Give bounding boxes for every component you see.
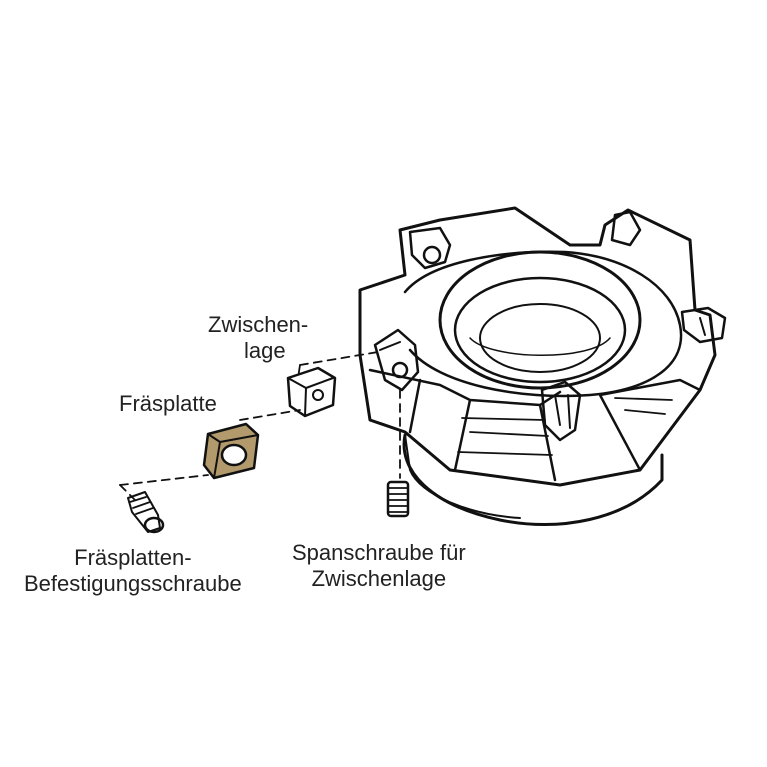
cutter-insert-pocket-front	[373, 328, 420, 392]
cutter-outline	[358, 206, 717, 487]
label-befestigungsschraube: Fräsplatten- Befestigungsschraube	[24, 545, 242, 597]
assembly-dashed-lines	[119, 351, 401, 501]
label-zwischenlage-line1: Zwischen-	[208, 312, 309, 337]
spanschraube-part	[386, 480, 410, 518]
cutter-bore-inner	[453, 276, 627, 384]
cutter-top-face	[403, 250, 683, 398]
zwischenlage-part	[286, 366, 337, 418]
label-zwischenlage-line2: lage	[244, 338, 286, 363]
label-zwischenlage: Zwischen- lage	[208, 312, 308, 364]
dash-schraube-to-fraesplatte	[119, 474, 209, 486]
label-befestigungsschraube-line2: Befestigungsschraube	[24, 571, 242, 596]
label-spanschraube-line1: Spanschraube für	[292, 540, 466, 565]
cutter-insert-pocket-2	[610, 210, 642, 247]
fraesplatte-part	[202, 422, 260, 480]
cutter-side-facets	[368, 368, 702, 482]
label-befestigungsschraube-line1: Fräsplatten-	[74, 545, 192, 570]
dash-fraesplatte-to-zwischenlage	[239, 409, 301, 421]
label-fraesplatte: Fräsplatte	[119, 391, 217, 416]
cutter-bore-outer	[438, 250, 642, 390]
cutter-shank-ring	[402, 433, 664, 526]
milling-cutter-body	[358, 206, 727, 526]
cutter-insert-pocket-4	[540, 380, 582, 442]
label-spanschraube: Spanschraube für Zwischenlage	[292, 540, 466, 592]
dash-schraube-vertical	[119, 484, 136, 501]
cutter-insert-pocket-1	[408, 226, 452, 270]
label-spanschraube-line2: Zwischenlage	[311, 566, 447, 591]
befestigungsschraube-part	[127, 491, 165, 534]
dash-zwischenlage-to-pocket	[299, 351, 379, 366]
cutter-insert-pocket-3	[680, 306, 727, 344]
